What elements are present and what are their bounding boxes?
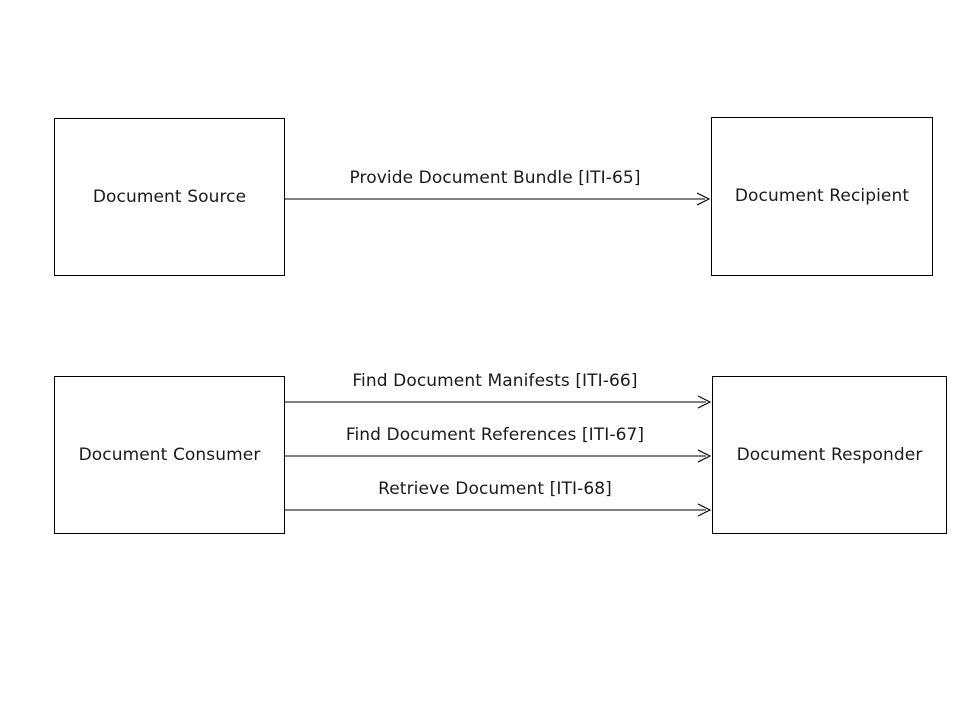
actor-box-document-source[interactable]: Document Source <box>54 118 285 276</box>
actor-box-document-responder[interactable]: Document Responder <box>712 376 947 534</box>
transaction-label-iti-68[interactable]: Retrieve Document [ITI-68] <box>378 479 612 499</box>
actor-label-document-source: Document Source <box>92 186 247 207</box>
transaction-label-iti-67[interactable]: Find Document References [ITI-67] <box>345 425 645 445</box>
actor-box-document-recipient[interactable]: Document Recipient <box>711 117 933 276</box>
transaction-label-iti-65[interactable]: Provide Document Bundle [ITI-65] <box>349 168 641 188</box>
arrowhead-iti-65 <box>696 192 711 206</box>
actor-label-document-consumer: Document Consumer <box>78 444 261 465</box>
actor-label-document-recipient: Document Recipient <box>734 186 910 207</box>
arrowhead-iti-68 <box>697 503 712 517</box>
arrowhead-iti-66 <box>697 395 712 409</box>
transaction-label-iti-66[interactable]: Find Document Manifests [ITI-66] <box>352 371 638 391</box>
arrowhead-iti-67 <box>697 449 712 463</box>
actor-box-document-consumer[interactable]: Document Consumer <box>54 376 285 534</box>
actor-label-document-responder: Document Responder <box>736 444 923 465</box>
